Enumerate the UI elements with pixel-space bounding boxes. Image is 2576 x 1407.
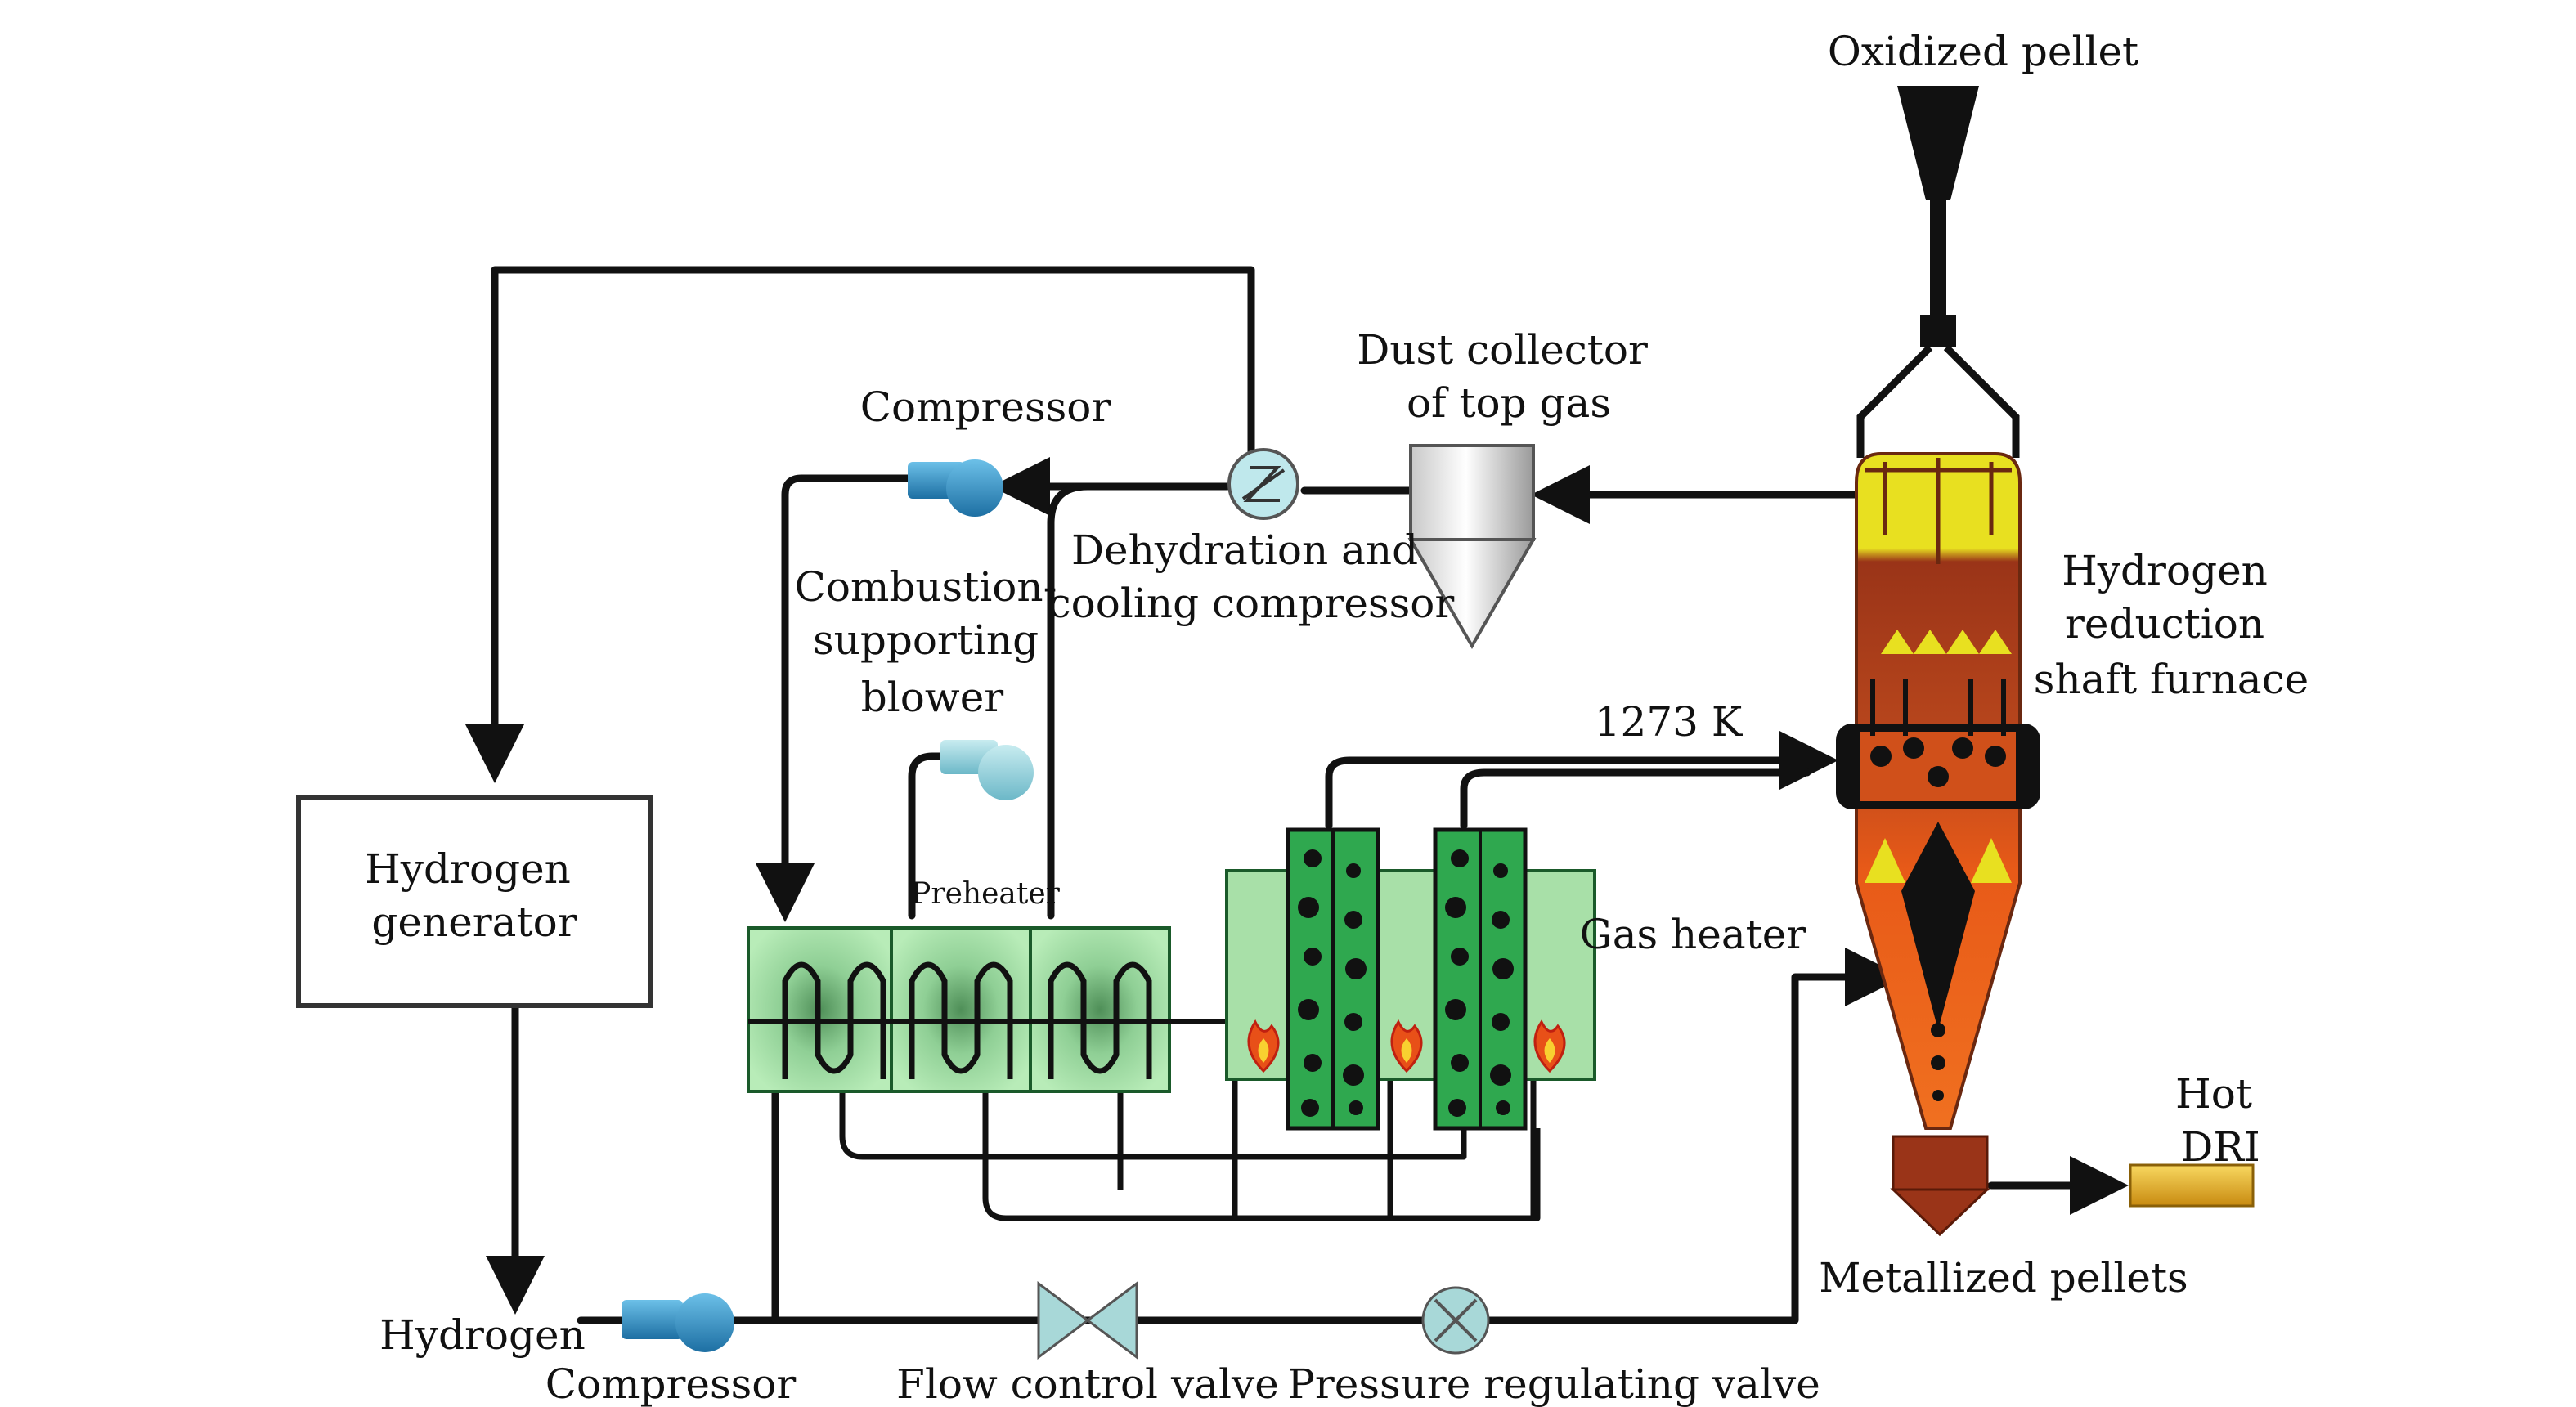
label-preheater: Preheater [911, 877, 1060, 911]
pipe-network [465, 266, 2129, 1324]
label-temperature: 1273 K [1595, 698, 1744, 746]
bottom-compressor [622, 1293, 734, 1352]
label-gas-heater: Gas heater [1580, 911, 1806, 958]
label-combustion-blower: Combustion- supporting blower [795, 563, 1070, 721]
label-metallized-pellets: Metallized pellets [1819, 1254, 2188, 1302]
hot-dri-bar [2129, 1163, 2255, 1208]
label-hot-dri: Hot DRI [2175, 1070, 2265, 1171]
label-pressure-regulating-valve: Pressure regulating valve [1287, 1360, 1820, 1407]
gas-heater [1225, 827, 1596, 1131]
label-hydrogen-reduction: Hydrogen reduction shaft furnace [2034, 547, 2309, 703]
combustion-blower [940, 740, 1034, 800]
label-dust-collector: Dust collector of top gas [1357, 326, 1661, 427]
shaft-furnace [1836, 452, 2040, 1130]
top-compressor [908, 459, 1003, 517]
flow-control-valve [1037, 1281, 1138, 1360]
label-compressor-top: Compressor [860, 383, 1111, 431]
preheater-exchanger [747, 926, 1227, 1093]
dust-collector [1407, 444, 1537, 650]
discharge-hopper [1890, 1135, 1990, 1237]
label-hydrogen-generator: Hydrogen generator [365, 845, 584, 946]
label-oxidized-pellet: Oxidized pellet [1828, 28, 2138, 75]
burner-flame-icon [1247, 1019, 1566, 1073]
label-dehydration: Dehydration and cooling compressor [1048, 527, 1455, 627]
dehydration-compressor [1227, 448, 1299, 520]
label-flow-control-valve: Flow control valve [896, 1360, 1279, 1407]
label-hydrogen: Hydrogen [379, 1311, 586, 1359]
pressure-regulating-valve [1421, 1286, 1490, 1355]
label-compressor-bottom: Compressor [545, 1360, 797, 1407]
hydrogen-generator-box [296, 795, 653, 1008]
pellet-hopper [1856, 86, 2020, 458]
